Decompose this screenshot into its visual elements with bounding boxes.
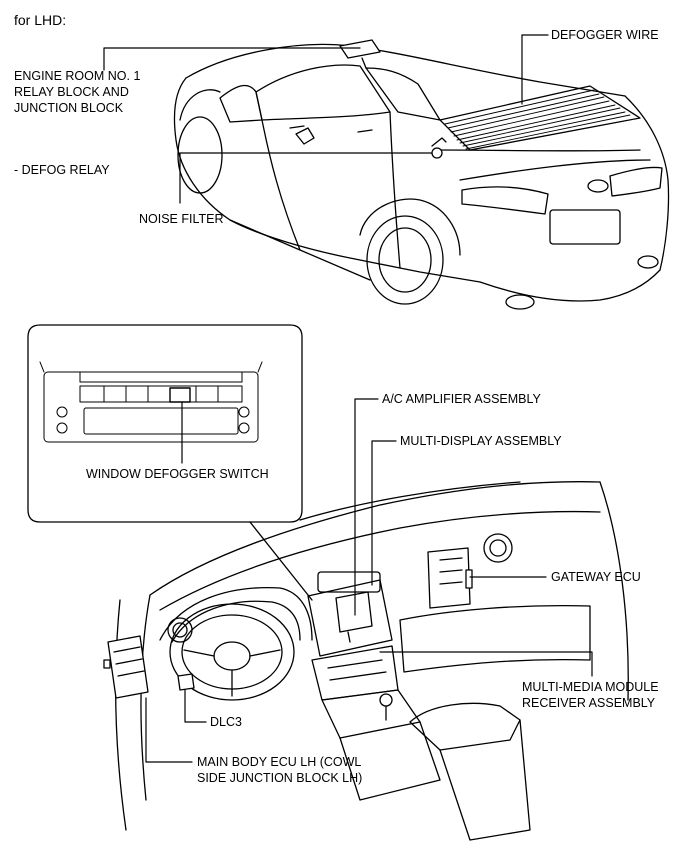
label-main-body-line2: SIDE JUNCTION BLOCK LH) (197, 771, 363, 785)
label-multi-media-line1: MULTI-MEDIA MODULE (522, 680, 659, 694)
inset-pointer (249, 521, 313, 601)
label-multi-media-line2: RECEIVER ASSEMBLY (522, 696, 656, 710)
main-body-ecu-part (103, 635, 149, 699)
noise-filter-part (431, 137, 447, 159)
label-defogger-wire: DEFOGGER WIRE (551, 28, 659, 42)
label-noise-filter: NOISE FILTER (139, 212, 224, 226)
label-defog-relay: - DEFOG RELAY (14, 163, 110, 177)
dashboard-drawing (115, 481, 629, 841)
label-multi-display: MULTI-DISPLAY ASSEMBLY (400, 434, 562, 448)
label-ac-amplifier: A/C AMPLIFIER ASSEMBLY (382, 392, 541, 406)
switch-panel-drawing (39, 361, 263, 443)
diagram-title: for LHD: (14, 12, 67, 28)
engine-room-relay-block-part (339, 39, 381, 69)
label-engine-room-line1: ENGINE ROOM NO. 1 (14, 69, 141, 83)
car-body-drawing (173, 43, 670, 310)
switch-inset-frame (27, 324, 303, 523)
label-engine-room-line3: JUNCTION BLOCK (14, 101, 124, 115)
label-dlc3: DLC3 (210, 715, 242, 729)
label-window-defogger-switch: WINDOW DEFOGGER SWITCH (86, 467, 269, 481)
label-main-body-line1: MAIN BODY ECU LH (COWL (197, 755, 362, 769)
label-gateway-ecu: GATEWAY ECU (551, 570, 641, 584)
label-engine-room-line2: RELAY BLOCK AND (14, 85, 129, 99)
ac-amplifier-part (335, 591, 373, 643)
dlc3-part (177, 673, 195, 691)
leader-lines (103, 34, 593, 763)
defogger-wire-grid (444, 89, 631, 150)
gateway-ecu-part (427, 547, 473, 609)
